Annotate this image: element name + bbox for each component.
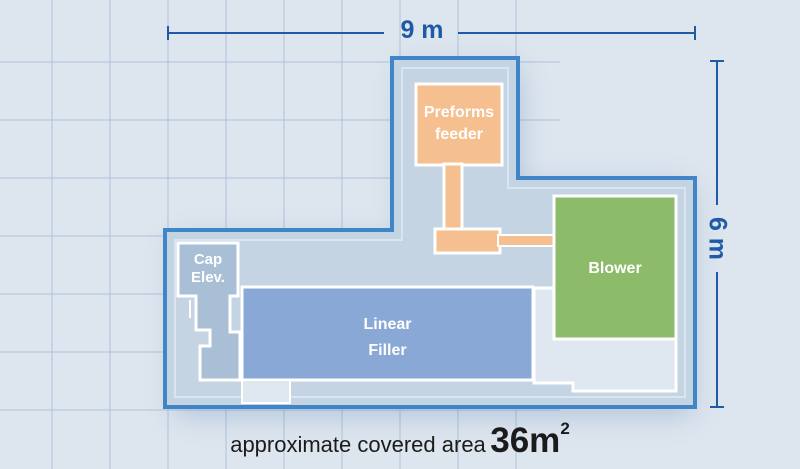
area-caption: approximate covered area 36m2	[0, 419, 800, 461]
cap-elevator-shape	[176, 241, 242, 382]
blower-shape	[552, 194, 678, 341]
depth-label: 6 m	[703, 216, 732, 261]
cap-elevator-line2: Elev.	[191, 269, 225, 286]
transfer-module	[532, 286, 678, 393]
preforms-feeder-line1: Preforms	[423, 104, 495, 121]
linear-filler-line1: Linear	[363, 316, 412, 333]
linear-filler-shape	[240, 285, 535, 382]
depth-dimension	[710, 60, 724, 408]
cap-elevator-line1: Cap	[193, 251, 223, 268]
cap-elevator-label: Cap Elev.	[178, 251, 238, 287]
blower-label: Blower	[588, 260, 642, 277]
preforms-feeder-line2: feeder	[434, 125, 484, 143]
area-superscript: 2	[560, 419, 570, 438]
caption-text: approximate covered area	[230, 432, 486, 457]
linear-filler-line2: Filler	[368, 341, 407, 359]
linear-filler-label: Linear Filler	[242, 312, 533, 363]
width-label: 9 m	[400, 16, 444, 44]
preforms-feeder-shape	[414, 82, 557, 255]
filler-base	[241, 379, 291, 404]
area-value: 36m	[490, 421, 561, 460]
preforms-feeder-label: Preforms feeder	[416, 102, 502, 145]
width-dimension	[167, 26, 696, 40]
